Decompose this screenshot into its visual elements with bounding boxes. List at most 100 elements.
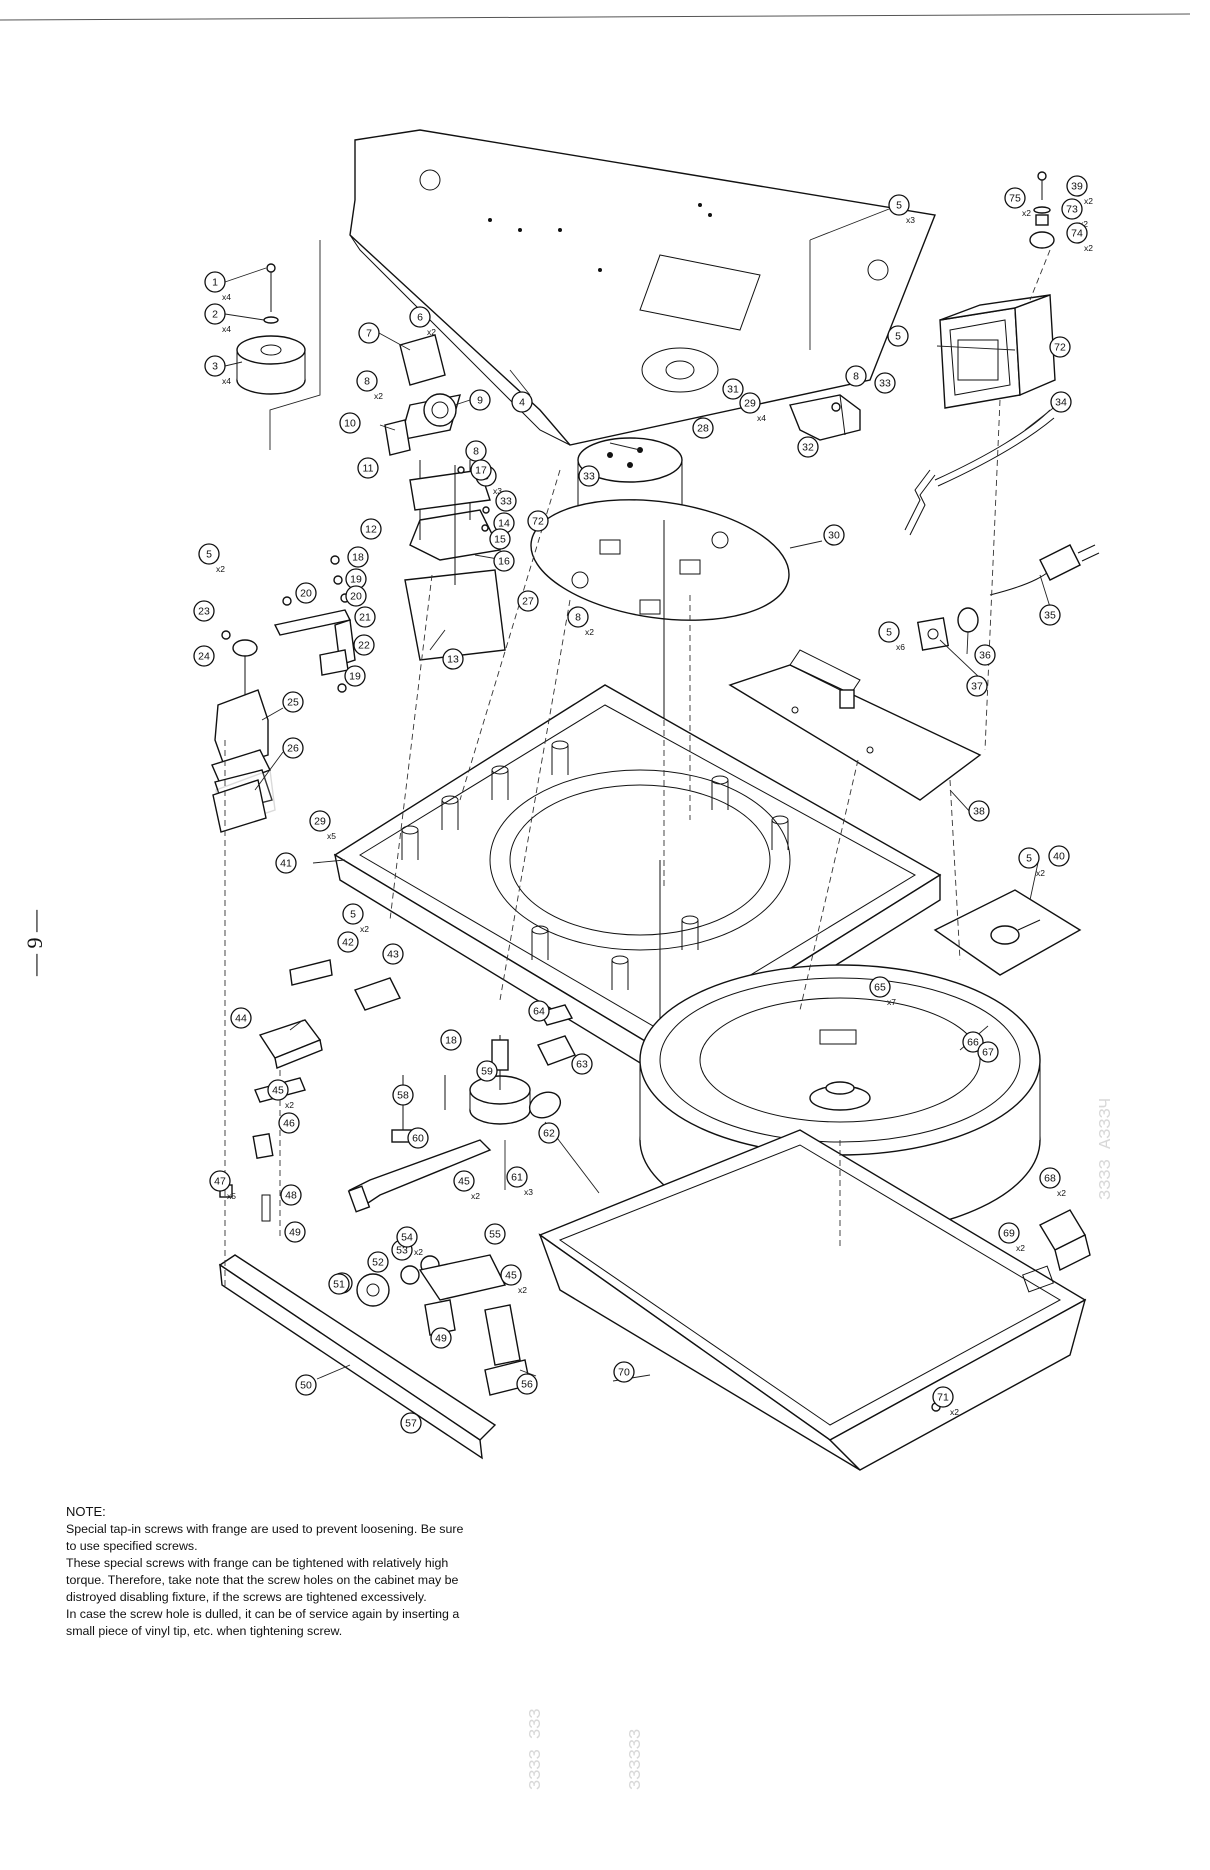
callout-quantity: x2	[285, 1100, 294, 1110]
callout-number: 38	[973, 806, 985, 818]
callout-quantity: x2	[360, 924, 369, 934]
callout-number: 33	[583, 471, 595, 483]
callout-circle	[282, 737, 304, 759]
callout-37: 37	[966, 675, 988, 697]
callout-70: 70	[613, 1361, 635, 1383]
callout-number: 72	[532, 516, 544, 528]
callout-circle	[845, 365, 867, 387]
callout-number: 45	[505, 1270, 517, 1282]
callout-number: 26	[287, 743, 299, 755]
callout-number: 67	[982, 1047, 994, 1059]
callout-3: 3x4	[204, 355, 231, 386]
callout-circle	[407, 1127, 429, 1149]
switch-brackets	[258, 959, 401, 1069]
callout-quantity: x2	[1084, 196, 1093, 206]
callout-number: 62	[543, 1128, 555, 1140]
callout-number: 58	[397, 1090, 409, 1102]
callout-circle	[495, 490, 517, 512]
callout-7: 7	[358, 322, 380, 344]
callout-number: 5	[206, 549, 212, 561]
callout-number: 73	[1066, 204, 1078, 216]
callout-17: 17	[470, 459, 492, 481]
callout-circle	[382, 943, 404, 965]
callout-number: 9	[477, 395, 483, 407]
callout-16: 16	[493, 550, 515, 572]
callout-number: 23	[198, 606, 210, 618]
callout-circle	[516, 1373, 538, 1395]
callout-number: 53	[396, 1245, 408, 1257]
callout-circle	[295, 1374, 317, 1396]
callout-circle	[198, 543, 220, 565]
callout-55: 55	[484, 1223, 506, 1245]
callout-quantity: x5	[327, 831, 336, 841]
callout-72: 72	[1049, 336, 1071, 358]
callout-number: 42	[342, 937, 354, 949]
callout-21: 21	[354, 606, 376, 628]
callout-circle	[440, 1029, 462, 1051]
main-circuit-board	[728, 649, 982, 801]
callout-number: 5	[1026, 853, 1032, 865]
callout-number: 56	[521, 1379, 533, 1391]
callout-33: 33	[578, 465, 600, 487]
hinge-clips	[537, 1004, 576, 1066]
callout-quantity: x3	[493, 486, 502, 496]
callout-number: 64	[533, 1006, 545, 1018]
callout-number: 8	[853, 371, 859, 383]
callout-circle	[1048, 845, 1070, 867]
callout-52: 52	[367, 1251, 389, 1273]
callout-circle	[284, 1221, 306, 1243]
svg-text:ЗЗЗЗ АЗЗЗЧ: ЗЗЗЗ АЗЗЗЧ	[1097, 1098, 1116, 1200]
callout-circle	[409, 306, 431, 328]
callout-circle	[527, 510, 549, 532]
callout-quantity: x5	[227, 1191, 236, 1201]
callout-quantity: x2	[1084, 243, 1093, 253]
callout-circle	[309, 810, 331, 832]
callout-circle	[354, 606, 376, 628]
callout-circle	[280, 1184, 302, 1206]
callout-quantity: x2	[427, 327, 436, 337]
svg-text:ЗЗЗЗЗЗ: ЗЗЗЗЗЗ	[627, 1729, 646, 1790]
callout-8: 8	[845, 365, 867, 387]
callout-circle	[1049, 336, 1071, 358]
callout-number: 7	[366, 328, 372, 340]
callout-circle	[430, 1327, 452, 1349]
callout-circle	[204, 355, 226, 377]
callout-number: 70	[618, 1367, 630, 1379]
callout-circle	[692, 417, 714, 439]
callout-circle	[453, 1170, 475, 1192]
callout-number: 31	[727, 384, 739, 396]
callout-number: 48	[285, 1190, 297, 1202]
callout-31: 31	[722, 378, 744, 400]
callout-24: 24	[193, 645, 215, 667]
callout-number: 59	[481, 1066, 493, 1078]
callout-number: 49	[289, 1227, 301, 1239]
callout-5: 5x3	[888, 194, 915, 225]
callout-circle	[209, 1170, 231, 1192]
callout-number: 5	[350, 909, 356, 921]
callout-number: 34	[1055, 397, 1067, 409]
callout-number: 41	[280, 858, 292, 870]
callout-50: 50	[295, 1374, 317, 1396]
callout-circle	[1018, 847, 1040, 869]
transformer-mount-hardware	[1029, 171, 1055, 249]
callout-number: 60	[412, 1133, 424, 1145]
callout-58: 58	[392, 1084, 414, 1106]
callout-number: 57	[405, 1418, 417, 1430]
callout-circle	[869, 976, 891, 998]
note-paragraph-2: These special screws with frange can be …	[66, 1556, 459, 1604]
callout-19: 19	[345, 568, 367, 590]
callout-circle	[888, 194, 910, 216]
callout-59: 59	[476, 1060, 498, 1082]
callout-number: 25	[287, 697, 299, 709]
callout-number: 6	[417, 312, 423, 324]
callout-number: 8	[364, 376, 370, 388]
callout-circle	[442, 648, 464, 670]
callout-number: 20	[350, 591, 362, 603]
callout-25: 25	[282, 691, 304, 713]
